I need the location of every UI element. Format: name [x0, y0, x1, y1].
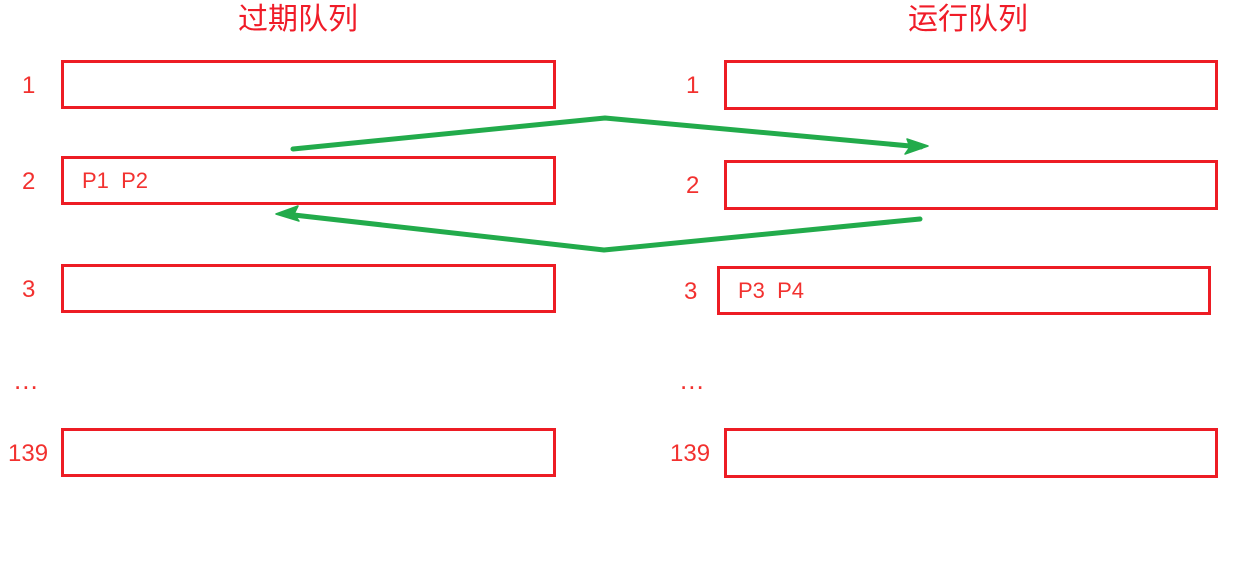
expired-slot-box-1[interactable]	[61, 60, 556, 109]
expired-slot-box-139[interactable]	[61, 428, 556, 477]
arrow-running-to-expired-icon	[275, 205, 923, 253]
expired-slot-content-2: P1 P2	[82, 167, 149, 193]
running-slot-ellipsis: ...	[680, 365, 705, 395]
running-slot-box-139[interactable]	[724, 428, 1218, 478]
running-slot-box-1[interactable]	[724, 60, 1218, 110]
expired-slot-index-1: 1	[22, 72, 36, 99]
running-slot-content-3: P3 P4	[738, 277, 805, 303]
arrow-expired-to-running-icon	[290, 115, 929, 155]
expired-queue-title: 过期队列	[238, 2, 358, 37]
expired-slot-index-3: 3	[22, 276, 36, 303]
running-slot-index-1: 1	[686, 72, 700, 99]
expired-slot-box-2[interactable]: P1 P2	[61, 156, 556, 205]
running-slot-index-3: 3	[684, 278, 698, 305]
running-slot-box-2[interactable]	[724, 160, 1218, 210]
running-slot-index-139: 139	[670, 440, 711, 467]
expired-slot-index-139: 139	[8, 440, 49, 467]
expired-slot-ellipsis: ...	[14, 365, 39, 395]
expired-slot-index-2: 2	[22, 168, 36, 195]
running-queue-title: 运行队列	[908, 2, 1028, 37]
running-slot-index-2: 2	[686, 172, 700, 199]
expired-slot-box-3[interactable]	[61, 264, 556, 313]
running-slot-box-3[interactable]: P3 P4	[717, 266, 1211, 315]
